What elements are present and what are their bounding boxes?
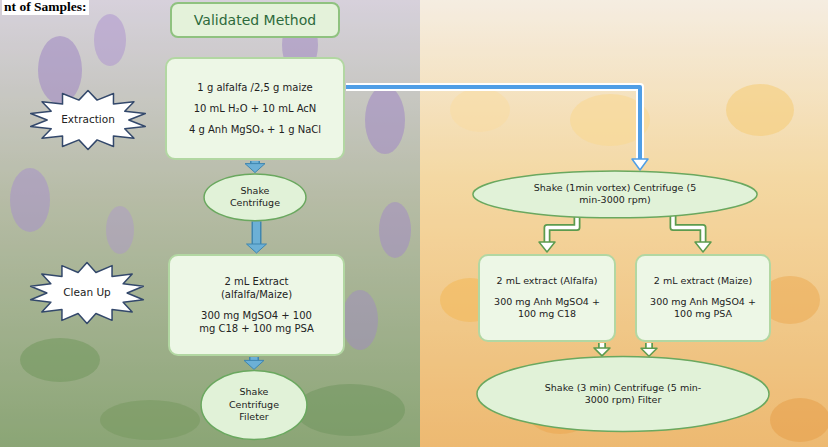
flow-arrow (245, 161, 265, 173)
node-text: 1 g alfalfa /2,5 g maize (197, 81, 312, 94)
flow-arrow (247, 221, 267, 253)
node-text: Shake (3 min) Centrifuge (5 min-3000 rpm… (543, 382, 703, 407)
arrow-head (247, 244, 267, 253)
process-oval: Shake (3 min) Centrifuge (5 min-3000 rpm… (474, 355, 772, 433)
process-box: 2 mL Extract (alfalfa/Maize) 300 mg MgSO4… (168, 254, 345, 356)
node-text: Shake Centrifuge (224, 185, 286, 210)
arrow-head (245, 164, 265, 173)
arrow-shaft-core (673, 215, 703, 243)
process-box: 2 mL extract (Alfalfa) 300 mg Anh MgSO4 +… (478, 254, 616, 342)
node-text: Extraction (61, 113, 115, 127)
oval-shape (201, 370, 307, 439)
node-text: 300 mg MgSO4 + 100 mg C18 + 100 mg PSA (192, 309, 322, 335)
starburst-shape (31, 263, 144, 324)
oval-shape (204, 174, 306, 221)
node-text: 300 mg Anh MgSO4 + 100 mg C18 (492, 296, 602, 321)
flow-arrow (539, 217, 577, 253)
process-oval: Shake Centrifuge Fileter (200, 369, 308, 441)
process-box: 2 mL extract (Maize) 300 mg Anh MgSO4 + 1… (635, 254, 771, 342)
arrow-shaft (547, 217, 577, 244)
arrow-head (539, 242, 555, 252)
node-text: Shake (1min vortex) Centrifuge (5 min-30… (530, 182, 700, 207)
step-starburst: Clean Up (28, 262, 146, 324)
oval-shape (477, 357, 769, 432)
flow-arrow (346, 87, 648, 170)
arrow-head (244, 360, 264, 369)
flow-arrow (244, 357, 264, 369)
arrow-shaft-core (547, 217, 577, 244)
arrow-shaft (252, 221, 262, 245)
arrow-shaft (346, 87, 640, 160)
step-starburst: Extraction (28, 90, 148, 150)
node-text: Shake Centrifuge Fileter (223, 386, 285, 423)
oval-shape (473, 171, 757, 218)
process-oval: Shake Centrifuge (203, 173, 307, 222)
flow-arrow (673, 215, 711, 252)
node-text: Clean Up (63, 286, 111, 300)
section-heading: nt of Samples: (2, 0, 89, 15)
flow-arrow (641, 343, 657, 356)
arrow-head (695, 242, 711, 252)
arrow-head (594, 348, 610, 356)
node-text: 4 g Anh MgSO₄ + 1 g NaCl (189, 123, 321, 136)
node-text: 2 mL extract (Alfalfa) (492, 275, 602, 287)
flow-arrow (594, 343, 610, 356)
title-box: Validated Method (170, 2, 340, 38)
arrow-shaft (673, 215, 703, 243)
arrow-shaft-core (253, 221, 260, 245)
starburst-shape (31, 91, 146, 150)
node-text: 10 mL H₂O + 10 mL AcN (194, 102, 317, 115)
node-text: 300 mg Anh MgSO4 + 100 mg PSA (648, 296, 758, 321)
arrow-head (632, 159, 648, 170)
node-text: 2 mL extract (Maize) (648, 275, 758, 287)
arrow-head (641, 348, 657, 356)
process-oval: Shake (1min vortex) Centrifuge (5 min-30… (470, 170, 760, 219)
arrow-shaft-core (346, 87, 640, 160)
process-box: 1 g alfalfa /2,5 g maize 10 mL H₂O + 10 m… (165, 57, 345, 160)
node-text: 2 mL Extract (alfalfa/Maize) (192, 275, 322, 301)
node-text: Validated Method (194, 11, 316, 29)
